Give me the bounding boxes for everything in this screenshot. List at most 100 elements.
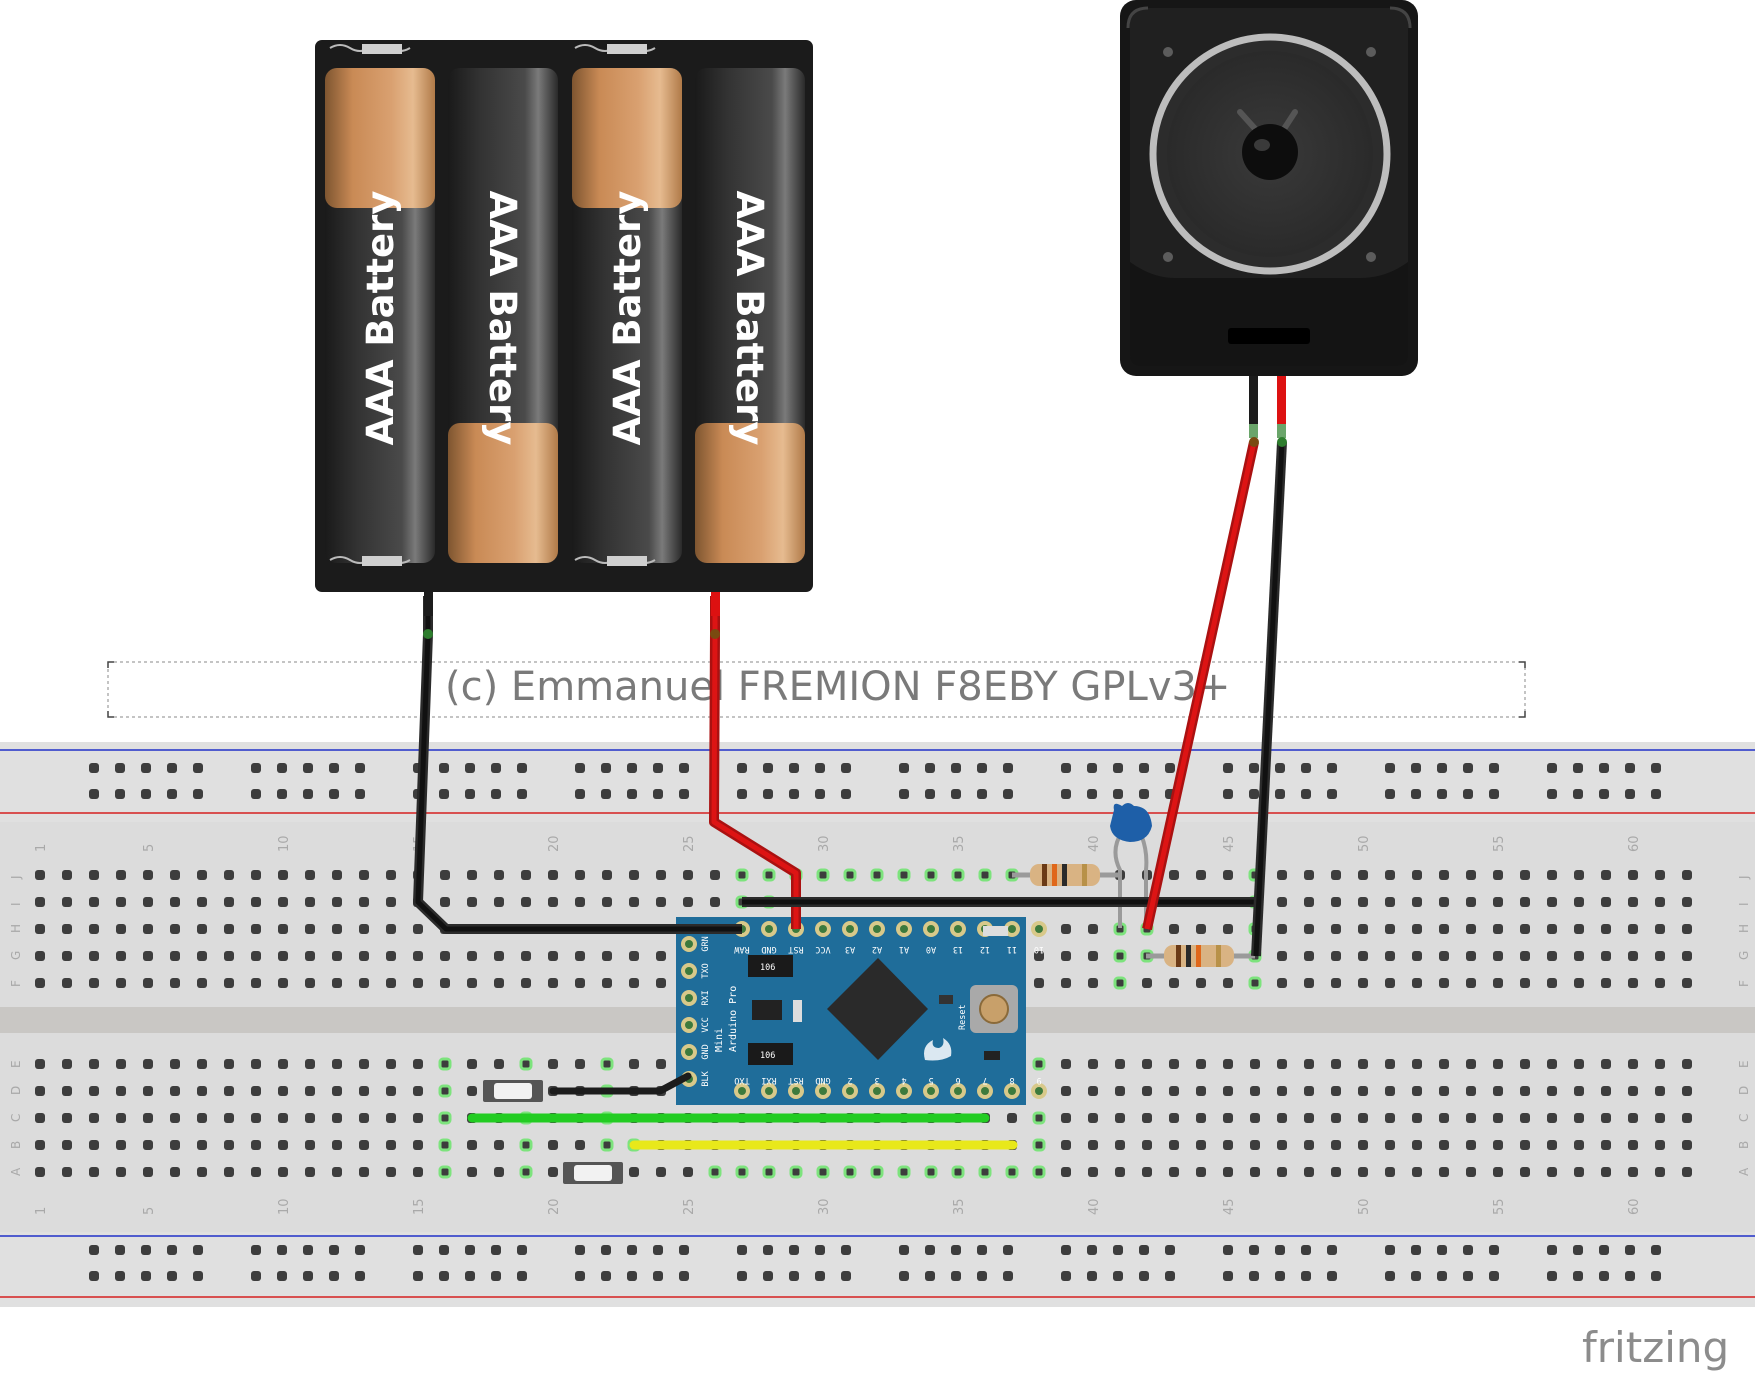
rail-hole[interactable] <box>1113 763 1123 773</box>
rail-hole[interactable] <box>1327 1271 1337 1281</box>
breadboard-hole[interactable] <box>1628 978 1638 988</box>
rail-hole[interactable] <box>789 1271 799 1281</box>
breadboard-hole[interactable] <box>1574 897 1584 907</box>
breadboard-hole[interactable] <box>1439 897 1449 907</box>
rail-hole[interactable] <box>1547 789 1557 799</box>
breadboard-hole[interactable] <box>1277 1113 1287 1123</box>
breadboard-hole[interactable] <box>1466 1167 1476 1177</box>
breadboard-hole[interactable] <box>1493 870 1503 880</box>
breadboard-hole[interactable] <box>438 1138 452 1152</box>
breadboard-hole[interactable] <box>1466 1113 1476 1123</box>
breadboard-hole[interactable] <box>548 978 558 988</box>
rail-hole[interactable] <box>277 1245 287 1255</box>
rail-hole[interactable] <box>951 1271 961 1281</box>
breadboard-hole[interactable] <box>1248 976 1262 990</box>
breadboard-hole[interactable] <box>1115 1140 1125 1150</box>
breadboard-hole[interactable] <box>1169 870 1179 880</box>
breadboard-hole[interactable] <box>494 1167 504 1177</box>
rail-hole[interactable] <box>737 1245 747 1255</box>
breadboard-hole[interactable] <box>870 1165 884 1179</box>
rail-hole[interactable] <box>1411 789 1421 799</box>
breadboard-hole[interactable] <box>1655 978 1665 988</box>
breadboard-hole[interactable] <box>278 951 288 961</box>
breadboard-hole[interactable] <box>1682 1140 1692 1150</box>
breadboard-hole[interactable] <box>1358 978 1368 988</box>
breadboard-hole[interactable] <box>1304 1167 1314 1177</box>
reset-button[interactable] <box>979 994 1009 1024</box>
rail-hole[interactable] <box>1547 1245 1557 1255</box>
breadboard-hole[interactable] <box>1439 1086 1449 1096</box>
breadboard-hole[interactable] <box>170 897 180 907</box>
breadboard-hole[interactable] <box>143 870 153 880</box>
breadboard-hole[interactable] <box>359 870 369 880</box>
breadboard-hole[interactable] <box>1385 1140 1395 1150</box>
breadboard-hole[interactable] <box>1628 1140 1638 1150</box>
breadboard-hole[interactable] <box>1493 1059 1503 1069</box>
arduino-pro-mini[interactable]: RAWTXOGNDRXIRSTRSTVCCGNDA32A23A14A051361… <box>676 917 1047 1105</box>
breadboard-hole[interactable] <box>1358 1113 1368 1123</box>
rail-hole[interactable] <box>1599 763 1609 773</box>
rail-hole[interactable] <box>1223 763 1233 773</box>
breadboard-hole[interactable] <box>708 1165 722 1179</box>
breadboard-hole[interactable] <box>521 951 531 961</box>
breadboard-hole[interactable] <box>467 897 477 907</box>
breadboard-hole[interactable] <box>656 978 666 988</box>
breadboard-hole[interactable] <box>89 1167 99 1177</box>
breadboard-hole[interactable] <box>1601 978 1611 988</box>
breadboard-hole[interactable] <box>278 924 288 934</box>
breadboard-hole[interactable] <box>1223 978 1233 988</box>
breadboard-hole[interactable] <box>1385 897 1395 907</box>
breadboard-hole[interactable] <box>224 924 234 934</box>
breadboard-hole[interactable] <box>89 951 99 961</box>
push-button-icon[interactable] <box>483 1080 543 1102</box>
breadboard-hole[interactable] <box>1655 1086 1665 1096</box>
breadboard-hole[interactable] <box>386 1059 396 1069</box>
breadboard-hole[interactable] <box>1142 978 1152 988</box>
rail-hole[interactable] <box>251 1245 261 1255</box>
breadboard-hole[interactable] <box>197 897 207 907</box>
breadboard-hole[interactable] <box>575 978 585 988</box>
breadboard-hole[interactable] <box>278 1086 288 1096</box>
breadboard-hole[interactable] <box>438 1057 452 1071</box>
breadboard-hole[interactable] <box>1412 897 1422 907</box>
push-button-icon[interactable] <box>563 1162 623 1184</box>
breadboard-hole[interactable] <box>575 1059 585 1069</box>
breadboard-hole[interactable] <box>870 868 884 882</box>
speaker-icon[interactable] <box>1120 0 1418 438</box>
breadboard-hole[interactable] <box>251 1167 261 1177</box>
breadboard-hole[interactable] <box>1142 1167 1152 1177</box>
breadboard-hole[interactable] <box>1250 1086 1260 1096</box>
breadboard-hole[interactable] <box>1250 1113 1260 1123</box>
breadboard-hole[interactable] <box>440 870 450 880</box>
breadboard-hole[interactable] <box>1169 1059 1179 1069</box>
breadboard-hole[interactable] <box>278 1113 288 1123</box>
breadboard-hole[interactable] <box>386 951 396 961</box>
rail-hole[interactable] <box>115 763 125 773</box>
breadboard-hole[interactable] <box>1331 1059 1341 1069</box>
rail-hole[interactable] <box>601 1245 611 1255</box>
breadboard-hole[interactable] <box>170 1086 180 1096</box>
breadboard-hole[interactable] <box>629 897 639 907</box>
breadboard-hole[interactable] <box>1493 1113 1503 1123</box>
breadboard-hole[interactable] <box>413 978 423 988</box>
rail-hole[interactable] <box>575 789 585 799</box>
rail-hole[interactable] <box>115 789 125 799</box>
rail-hole[interactable] <box>1599 789 1609 799</box>
breadboard-hole[interactable] <box>494 1140 504 1150</box>
breadboard-hole[interactable] <box>1466 1059 1476 1069</box>
breadboard-hole[interactable] <box>251 978 261 988</box>
breadboard-hole[interactable] <box>1113 949 1127 963</box>
breadboard-hole[interactable] <box>305 1140 315 1150</box>
breadboard-hole[interactable] <box>843 868 857 882</box>
breadboard-hole[interactable] <box>1142 1140 1152 1150</box>
breadboard-hole[interactable] <box>332 1059 342 1069</box>
breadboard-hole[interactable] <box>116 1113 126 1123</box>
breadboard-hole[interactable] <box>1277 1059 1287 1069</box>
breadboard-hole[interactable] <box>386 1140 396 1150</box>
breadboard-hole[interactable] <box>62 1167 72 1177</box>
rail-hole[interactable] <box>925 789 935 799</box>
rail-hole[interactable] <box>1547 1271 1557 1281</box>
breadboard-hole[interactable] <box>251 1086 261 1096</box>
breadboard-hole[interactable] <box>278 870 288 880</box>
rail-hole[interactable] <box>1275 789 1285 799</box>
